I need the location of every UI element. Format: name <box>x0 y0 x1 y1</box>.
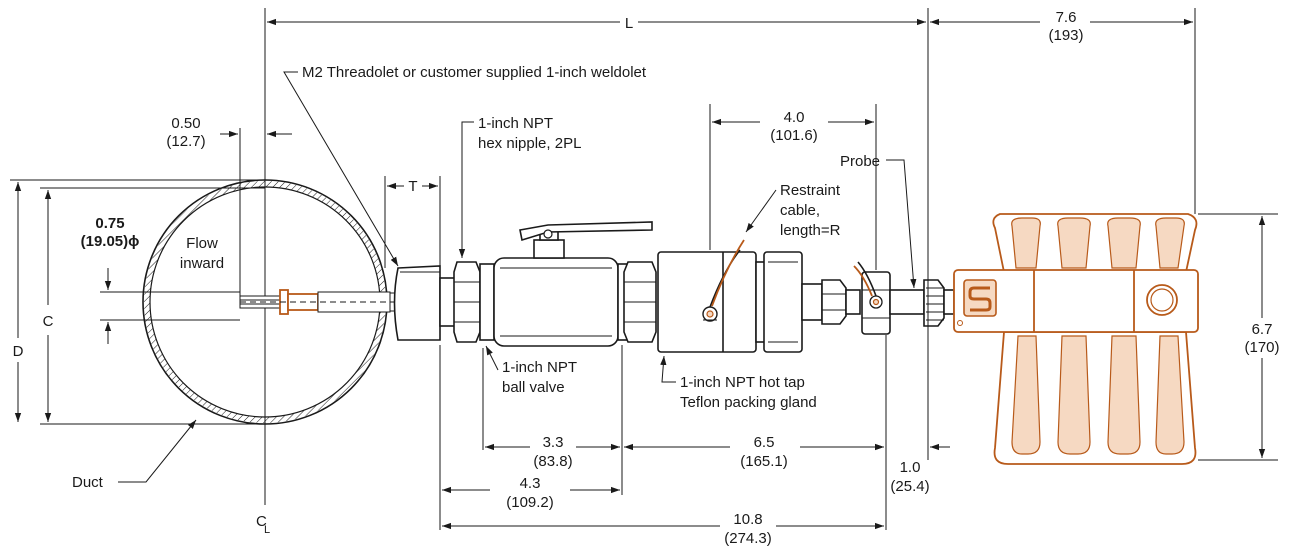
svg-text:inward: inward <box>180 255 224 272</box>
svg-text:0.75: 0.75 <box>95 215 124 232</box>
electronics-housing <box>953 213 1199 465</box>
svg-text:1.0: 1.0 <box>900 459 921 476</box>
svg-text:Teflon packing gland: Teflon packing gland <box>680 394 817 411</box>
probe-callout: Probe <box>840 153 917 289</box>
svg-text:Flow: Flow <box>186 235 218 252</box>
compression-fitting <box>801 279 861 325</box>
svg-text:(165.1): (165.1) <box>740 453 788 470</box>
svg-text:(274.3): (274.3) <box>724 530 772 547</box>
svg-text:D: D <box>13 343 24 360</box>
svg-text:M2 Threadolet or customer supp: M2 Threadolet or customer supplied 1-inc… <box>302 64 647 81</box>
dim-L: L <box>267 8 929 345</box>
svg-text:T: T <box>408 178 417 195</box>
svg-text:3.3: 3.3 <box>543 434 564 451</box>
dim-6-5: 6.5 (165.1) <box>624 434 884 470</box>
svg-text:1-inch NPT: 1-inch NPT <box>478 115 553 132</box>
svg-text:hex nipple, 2PL: hex nipple, 2PL <box>478 135 581 152</box>
dim-C: C <box>40 187 265 425</box>
svg-text:ball valve: ball valve <box>502 379 565 396</box>
svg-text:(101.6): (101.6) <box>770 127 818 144</box>
svg-text:7.6: 7.6 <box>1056 9 1077 26</box>
svg-text:10.8: 10.8 <box>733 511 762 528</box>
dim-0-50: 0.50 (12.7) <box>166 115 292 296</box>
flow-label: Flow inward <box>180 235 224 272</box>
hex-nipple-callout: 1-inch NPT hex nipple, 2PL <box>458 115 581 258</box>
dim-10-8: 10.8 (274.3) <box>442 511 884 547</box>
svg-text:length=R: length=R <box>780 222 841 239</box>
svg-text:0.50: 0.50 <box>171 115 200 132</box>
svg-text:C: C <box>43 313 54 330</box>
dim-7-6: 7.6 (193) <box>930 8 1196 214</box>
svg-text:cable,: cable, <box>780 202 820 219</box>
svg-text:(12.7): (12.7) <box>166 133 205 150</box>
dim-4-0: 4.0 (101.6) <box>709 104 877 270</box>
dim-probe-diameter: 0.75 (19.05)ϕ <box>81 215 240 344</box>
dim-3-3: 3.3 (83.8) <box>485 434 620 470</box>
svg-text:4.3: 4.3 <box>520 475 541 492</box>
hex-nipple-2 <box>623 261 657 343</box>
centerline-symbol: C L <box>256 513 270 536</box>
threadolet <box>393 265 441 341</box>
svg-text:L: L <box>625 15 633 32</box>
dim-1-0: 1.0 (25.4) <box>866 443 950 495</box>
svg-text:L: L <box>264 524 270 536</box>
svg-text:(83.8): (83.8) <box>533 453 572 470</box>
threadolet-callout: M2 Threadolet or customer supplied 1-inc… <box>283 64 647 267</box>
svg-text:Restraint: Restraint <box>780 182 841 199</box>
svg-text:(193): (193) <box>1048 27 1083 44</box>
svg-text:1-inch NPT: 1-inch NPT <box>502 359 577 376</box>
dim-6-7: 6.7 (170) <box>1198 213 1280 461</box>
restraint-collar <box>853 261 891 335</box>
svg-text:(109.2): (109.2) <box>506 494 554 511</box>
packing-gland <box>657 239 803 353</box>
dim-4-3: 4.3 (109.2) <box>442 475 620 511</box>
s-logo-icon <box>957 279 997 326</box>
svg-text:(170): (170) <box>1244 339 1279 356</box>
svg-text:6.7: 6.7 <box>1252 321 1273 338</box>
duct-callout: Duct <box>72 419 197 491</box>
svg-text:4.0: 4.0 <box>784 109 805 126</box>
hex-nipple-1 <box>439 261 481 343</box>
svg-text:1-inch NPT hot tap: 1-inch NPT hot tap <box>680 374 805 391</box>
probe-tube <box>889 279 955 327</box>
svg-text:(25.4): (25.4) <box>890 478 929 495</box>
svg-text:C: C <box>256 513 267 530</box>
dim-D: D <box>10 179 265 422</box>
restraint-callout: Restraint cable, length=R <box>745 182 841 239</box>
svg-text:Probe: Probe <box>840 153 880 170</box>
ball-valve-callout: 1-inch NPT ball valve <box>485 345 577 396</box>
svg-text:6.5: 6.5 <box>754 434 775 451</box>
dim-T: T <box>384 176 441 268</box>
svg-text:Duct: Duct <box>72 474 104 491</box>
hot-tap-callout: 1-inch NPT hot tap Teflon packing gland <box>660 355 817 411</box>
svg-text:(19.05)ϕ: (19.05)ϕ <box>81 233 140 250</box>
